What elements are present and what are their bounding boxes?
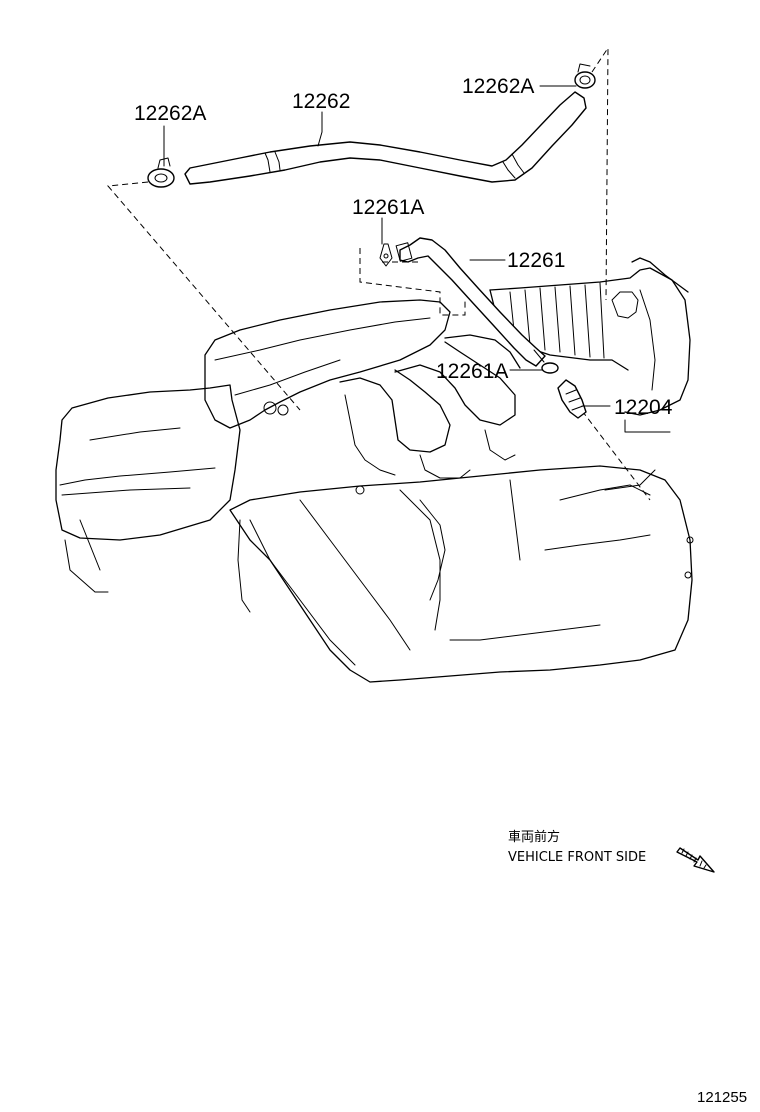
orientation-japanese: 車両前方 xyxy=(508,829,560,845)
hose-12262 xyxy=(184,91,587,185)
pcv-valve xyxy=(557,379,587,419)
clip-upper xyxy=(379,243,393,267)
label-hose-upper: 12262 xyxy=(292,90,350,113)
clamp-left xyxy=(147,157,175,188)
label-pcv-valve: 12204 xyxy=(614,396,673,419)
leader-lines xyxy=(163,85,611,407)
label-clamp-right: 12262A xyxy=(462,75,534,98)
hatched-arrow-icon xyxy=(676,847,715,873)
label-hose-lower: 12261 xyxy=(507,249,565,272)
orientation-english: VEHICLE FRONT SIDE xyxy=(508,850,646,865)
engine-outline xyxy=(55,299,694,683)
figure-number: 121255 xyxy=(697,1089,747,1106)
label-clamp-left: 12262A xyxy=(134,102,206,125)
hose-12261 xyxy=(395,237,546,367)
clip-lower xyxy=(541,362,559,374)
clamp-right xyxy=(574,63,596,89)
label-clip-lower: 12261A xyxy=(436,360,508,383)
label-clip-upper: 12261A xyxy=(352,196,424,219)
